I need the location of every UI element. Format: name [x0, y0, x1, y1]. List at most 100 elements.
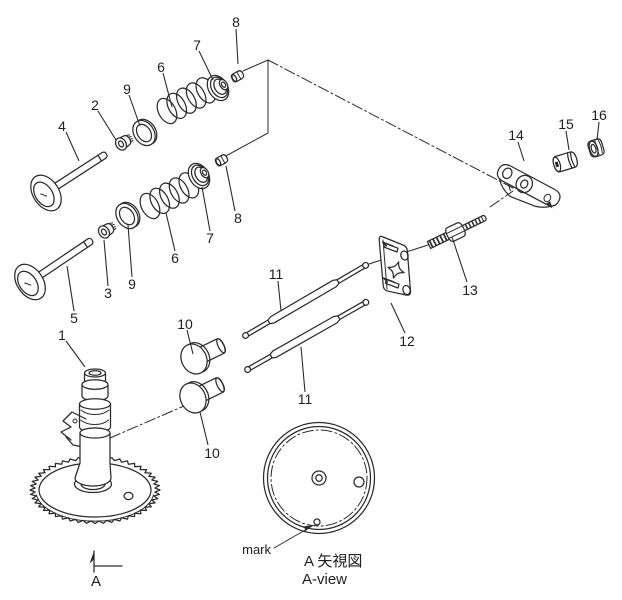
- mark-arrowhead: [304, 525, 314, 532]
- pushrod-ball-end: [244, 366, 252, 374]
- valve-head: [24, 170, 67, 217]
- valve-stem: [53, 151, 109, 190]
- gear-outline-outer: [264, 423, 375, 534]
- valve-face: [13, 267, 42, 299]
- tappet-disc: [176, 340, 212, 379]
- pushrod-body: [269, 315, 340, 360]
- callout-7: 7: [206, 230, 214, 246]
- seal-face: [113, 136, 128, 152]
- plate-hole-bottom: [402, 285, 411, 296]
- washer-outer: [111, 199, 142, 233]
- gear-hole: [124, 492, 133, 499]
- rocker-valve-dimple: [543, 193, 552, 203]
- valve-face-marks: [25, 281, 31, 287]
- seal-spring-ribs: [127, 134, 133, 142]
- lock-nut-facets: [447, 226, 465, 238]
- tappet-part-10-top: [176, 331, 230, 379]
- valve-part-5: [8, 224, 103, 306]
- gear-center-hole: [316, 475, 322, 481]
- pushrod-ball-end: [362, 298, 370, 306]
- rocker-flange: [495, 177, 554, 216]
- tappet-part-10-bottom: [175, 370, 229, 418]
- pushrod-part-11-top: [241, 261, 370, 340]
- a-view-title-jp: A 矢視図: [304, 553, 362, 570]
- leader-line-8: [236, 29, 238, 64]
- leader-line-10: [187, 330, 193, 354]
- rocker-arm-part-14: [490, 162, 563, 216]
- leader-line-15: [566, 131, 569, 150]
- leader-line-9: [129, 95, 140, 126]
- lock-nut: [444, 221, 467, 242]
- seal-bore: [100, 228, 107, 236]
- spring-part-6-bottom: [136, 169, 203, 221]
- leader-line-7: [202, 187, 210, 231]
- rocker-end-hole: [501, 166, 514, 180]
- keeper-part-8-bottom: [214, 154, 229, 167]
- callout-1: 1: [58, 327, 66, 343]
- retainer-part-7-top: [203, 71, 234, 104]
- guide-plate-part-12: [379, 236, 411, 295]
- leader-line-12: [391, 303, 405, 333]
- washer-part-9-top: [128, 115, 161, 150]
- cam-top-pin: [85, 369, 106, 377]
- callout-11: 11: [269, 266, 284, 282]
- view-arrow-letter: A: [91, 573, 101, 590]
- center-lines: [110, 60, 513, 438]
- gear-center-boss: [312, 471, 326, 485]
- screw-rocker-centerline: [490, 191, 513, 207]
- callout-3: 3: [104, 285, 112, 301]
- pushrod-body: [267, 278, 340, 325]
- keeper-groove: [84, 242, 88, 248]
- screw-thread2: [466, 219, 483, 227]
- gear-pitch-circle: [271, 430, 367, 526]
- screw-thread2-outline: [462, 215, 486, 231]
- leader-line-4: [66, 132, 79, 161]
- callout-12: 12: [399, 333, 415, 349]
- mark-label: mark: [242, 542, 271, 557]
- washer-part-9-bottom: [111, 198, 144, 233]
- view-direction-arrow: [89, 551, 123, 572]
- nut-facet-edge: [598, 140, 603, 153]
- valve-face-marks: [41, 192, 47, 198]
- leader-line-14: [518, 142, 524, 161]
- rocker-valve-notch: [546, 201, 553, 209]
- leader-line-6: [166, 213, 175, 251]
- leader-line-7: [199, 51, 213, 80]
- pivot-flange-ring: [567, 152, 575, 168]
- pushrod-ball-end: [242, 332, 250, 340]
- leader-line-2: [98, 111, 116, 140]
- nut-face: [588, 140, 600, 157]
- pushrod-thin-sections: [247, 301, 366, 371]
- leader-line-1: [66, 341, 85, 367]
- a-view-detail: [264, 423, 375, 549]
- screw-thread1: [430, 236, 447, 244]
- seal-part-2: [113, 132, 135, 152]
- washer-inner: [116, 204, 137, 227]
- valve-stem: [36, 237, 94, 279]
- timing-mark-hole: [314, 519, 320, 525]
- callout-15: 15: [558, 116, 574, 132]
- a-view-title-en: A-view: [302, 571, 347, 588]
- plate-star-hole: [385, 259, 406, 280]
- pushrod-ball-end: [362, 261, 370, 269]
- valve-face: [29, 178, 58, 210]
- plate-hole-top: [400, 250, 409, 261]
- callout-6: 6: [157, 59, 165, 75]
- keeper-bracket-line: [224, 60, 268, 157]
- cam-top-pin-bore: [89, 371, 101, 375]
- callout-7: 7: [193, 37, 201, 53]
- retainer-part-7-bottom: [184, 159, 215, 192]
- rocker-pivot-boss: [513, 173, 535, 196]
- leader-line-6: [163, 73, 172, 107]
- valve-head: [8, 259, 51, 306]
- seal-bore: [117, 140, 124, 148]
- tappet-disc: [175, 379, 211, 418]
- pushrod-thin-sections: [245, 264, 366, 337]
- pivot-socket: [554, 161, 560, 168]
- leader-line-16: [597, 122, 599, 140]
- keeper-groove: [98, 155, 102, 161]
- seal-face: [96, 224, 111, 240]
- leader-line-9: [128, 225, 132, 277]
